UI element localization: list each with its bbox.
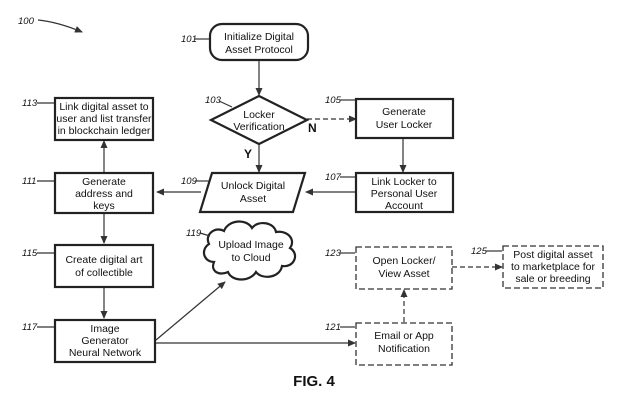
node-123-open-locker: Open Locker/ View Asset [355, 246, 453, 290]
svg-text:Upload Image: Upload Image [218, 239, 284, 251]
figure-pointer-arrow [37, 19, 83, 33]
node-117-image-generator: Image Generator Neural Network [53, 318, 157, 364]
svg-text:Generator: Generator [81, 335, 129, 347]
svg-text:address and: address and [75, 188, 133, 200]
ref-103: 103 [205, 95, 222, 106]
svg-text:Notification: Notification [378, 343, 430, 355]
node-115-create-digital-art: Create digital art of collectible [53, 243, 155, 289]
node-125-post-marketplace: Post digital asset to marketplace for sa… [502, 245, 604, 289]
node-119-upload-image-cloud: Upload Image to Cloud [202, 220, 297, 281]
svg-text:user and list transfer: user and list transfer [56, 113, 152, 125]
svg-text:Generate: Generate [382, 106, 426, 118]
node-105-generate-user-locker: Generate User Locker [354, 97, 455, 140]
ref-117: 117 [22, 322, 38, 333]
svg-text:Verification: Verification [233, 121, 285, 133]
ref-107: 107 [325, 172, 342, 183]
svg-text:Personal User: Personal User [371, 188, 438, 200]
ref-113: 113 [22, 98, 38, 109]
node-101-initialize-protocol: Initialize Digital Asset Protocol [208, 22, 310, 62]
svg-text:Generate: Generate [82, 176, 126, 188]
svg-text:User Locker: User Locker [376, 119, 433, 131]
svg-text:keys: keys [93, 200, 115, 212]
edge-label-yes: Y [244, 147, 252, 161]
svg-text:sale or breeding: sale or breeding [515, 273, 590, 285]
svg-text:Create digital art: Create digital art [65, 254, 142, 266]
node-109-unlock-digital-asset: Unlock Digital Asset [198, 171, 307, 214]
node-111-generate-address: Generate address and keys [53, 171, 155, 215]
svg-text:Unlock Digital: Unlock Digital [221, 180, 285, 192]
svg-text:in blockchain ledger: in blockchain ledger [58, 125, 151, 137]
svg-text:Link digital asset to: Link digital asset to [59, 101, 148, 113]
ref-115: 115 [22, 248, 38, 259]
node-113-link-digital-asset: Link digital asset to user and list tran… [53, 96, 155, 142]
figure-number: 100 [18, 16, 35, 27]
svg-text:of collectible: of collectible [75, 267, 133, 279]
ref-101: 101 [181, 34, 197, 45]
edge-label-no: N [308, 121, 317, 135]
ref-125: 125 [471, 246, 488, 257]
ref-123: 123 [325, 248, 342, 259]
svg-text:Asset: Asset [240, 193, 266, 205]
svg-text:Locker: Locker [243, 109, 275, 121]
svg-text:View Asset: View Asset [378, 268, 429, 280]
svg-text:Account: Account [385, 200, 423, 212]
ref-121: 121 [325, 322, 341, 333]
svg-text:Open Locker/: Open Locker/ [372, 255, 435, 267]
svg-text:Email or App: Email or App [374, 330, 434, 342]
node-103-locker-verification: Locker Verification [208, 94, 310, 146]
svg-text:Neural Network: Neural Network [69, 347, 142, 359]
svg-text:Post digital asset: Post digital asset [513, 249, 592, 261]
svg-text:Image: Image [90, 323, 119, 335]
figure-caption: FIG. 4 [293, 373, 335, 390]
node-121-email-notification: Email or App Notification [355, 322, 453, 366]
svg-text:to marketplace for: to marketplace for [511, 261, 596, 273]
svg-text:Initialize Digital: Initialize Digital [224, 31, 294, 43]
ref-105: 105 [325, 95, 342, 106]
svg-text:Link Locker to: Link Locker to [371, 176, 437, 188]
node-107-link-locker: Link Locker to Personal User Account [354, 171, 455, 214]
ref-111: 111 [22, 176, 36, 187]
edge-117-119 [155, 281, 226, 341]
svg-text:to Cloud: to Cloud [231, 252, 270, 264]
ref-119: 119 [186, 228, 202, 239]
svg-text:Asset Protocol: Asset Protocol [225, 44, 293, 56]
ref-109: 109 [181, 176, 198, 187]
